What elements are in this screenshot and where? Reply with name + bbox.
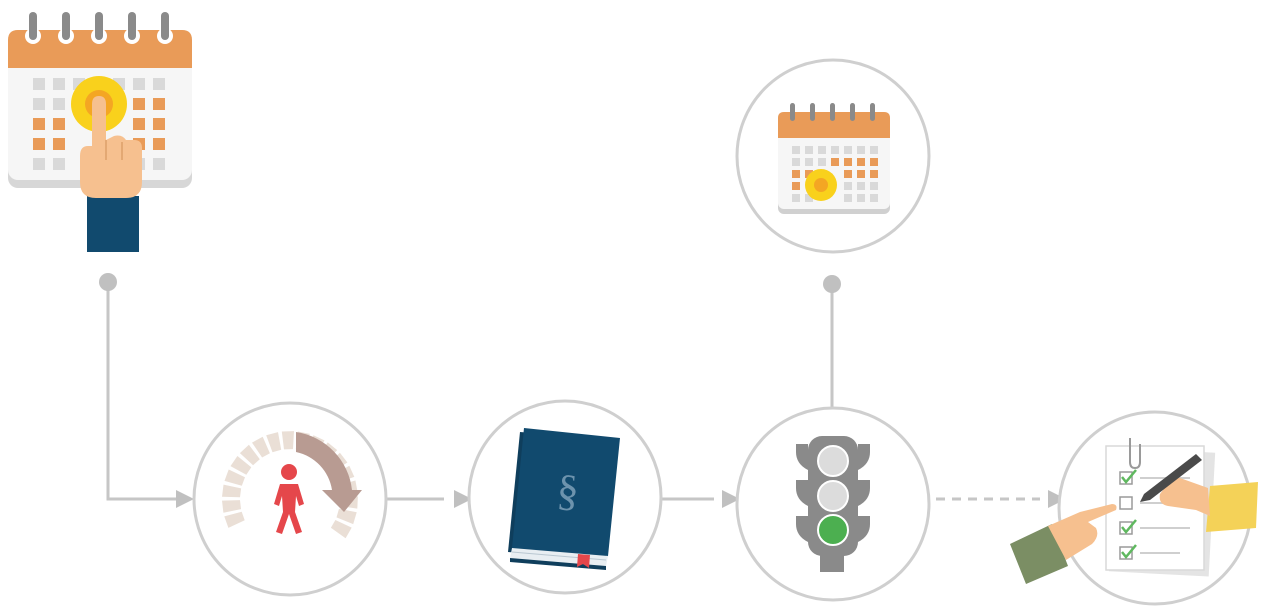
writing-hand-right xyxy=(1140,454,1258,532)
rotating-person-icon xyxy=(222,431,362,539)
ring-dash xyxy=(336,508,357,525)
connector-dot-start xyxy=(99,273,117,291)
arrow-head-2 xyxy=(454,490,472,508)
light-green-on xyxy=(817,514,849,546)
connector-start-to-cycle xyxy=(106,282,176,501)
pen xyxy=(1140,454,1202,502)
ring-dash xyxy=(222,500,241,513)
ring-dash xyxy=(239,444,260,466)
pointing-hand xyxy=(80,96,142,252)
law-book-icon: § xyxy=(508,428,620,570)
flow-arrows xyxy=(176,490,1066,508)
arrow-head-3 xyxy=(722,490,740,508)
traffic-light-icon xyxy=(796,436,870,572)
person-figure xyxy=(274,464,304,534)
light-yellow-off xyxy=(817,480,849,512)
connector-dots xyxy=(99,273,841,293)
bookmark-ribbon xyxy=(577,554,590,568)
calendar-hand-icon xyxy=(8,12,192,252)
rotation-arrow xyxy=(296,432,362,512)
ring-dash xyxy=(281,431,294,450)
calendar-icon xyxy=(778,103,890,214)
ring-dash xyxy=(252,436,270,458)
pointing-hand-left xyxy=(1010,504,1117,584)
ring-dash xyxy=(224,511,245,528)
arrow-head-4 xyxy=(1048,490,1066,508)
connectors xyxy=(106,282,1040,501)
ring-dash xyxy=(330,520,352,539)
ring-dash xyxy=(230,456,252,475)
ring-dash xyxy=(266,432,282,453)
checklist-signing-icon xyxy=(1010,438,1258,584)
ring-dash xyxy=(222,484,242,498)
ring-dash xyxy=(224,469,245,486)
paragraph-symbol: § xyxy=(555,465,581,516)
light-red-off xyxy=(817,445,849,477)
connector-dot-calendar xyxy=(823,275,841,293)
arrow-head-1 xyxy=(176,490,194,508)
